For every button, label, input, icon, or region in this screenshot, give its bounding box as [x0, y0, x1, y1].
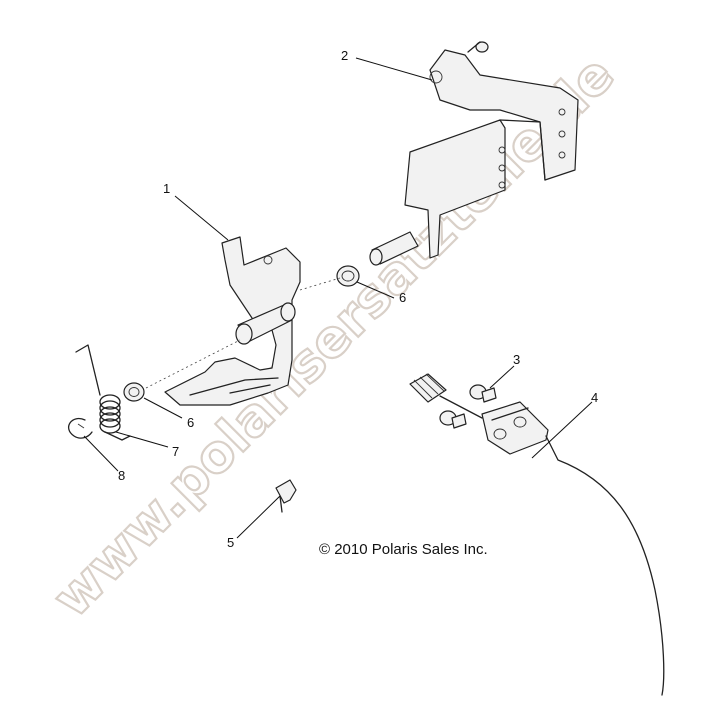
- bolt-lower: [439, 410, 467, 429]
- callout-6-lower: 6: [187, 415, 194, 430]
- copyright-text: © 2010 Polaris Sales Inc.: [319, 541, 488, 558]
- torsion-spring: [75, 344, 131, 441]
- bushing-upper: [336, 265, 360, 287]
- callout-7: 7: [172, 444, 179, 459]
- callout-6-upper: 6: [399, 290, 406, 305]
- mounting-bracket: [369, 41, 579, 266]
- callout-8: 8: [118, 468, 125, 483]
- e-clip: [68, 417, 93, 439]
- callout-3: 3: [513, 352, 520, 367]
- cable-assembly: [409, 373, 665, 696]
- callout-2: 2: [341, 48, 348, 63]
- bushing-lower: [123, 382, 145, 402]
- callout-1: 1: [163, 181, 170, 196]
- bolt-upper: [469, 384, 497, 403]
- callout-5: 5: [227, 535, 234, 550]
- callout-4: 4: [591, 390, 598, 405]
- clip-pin: [275, 479, 297, 513]
- pedal-arm: [164, 236, 301, 406]
